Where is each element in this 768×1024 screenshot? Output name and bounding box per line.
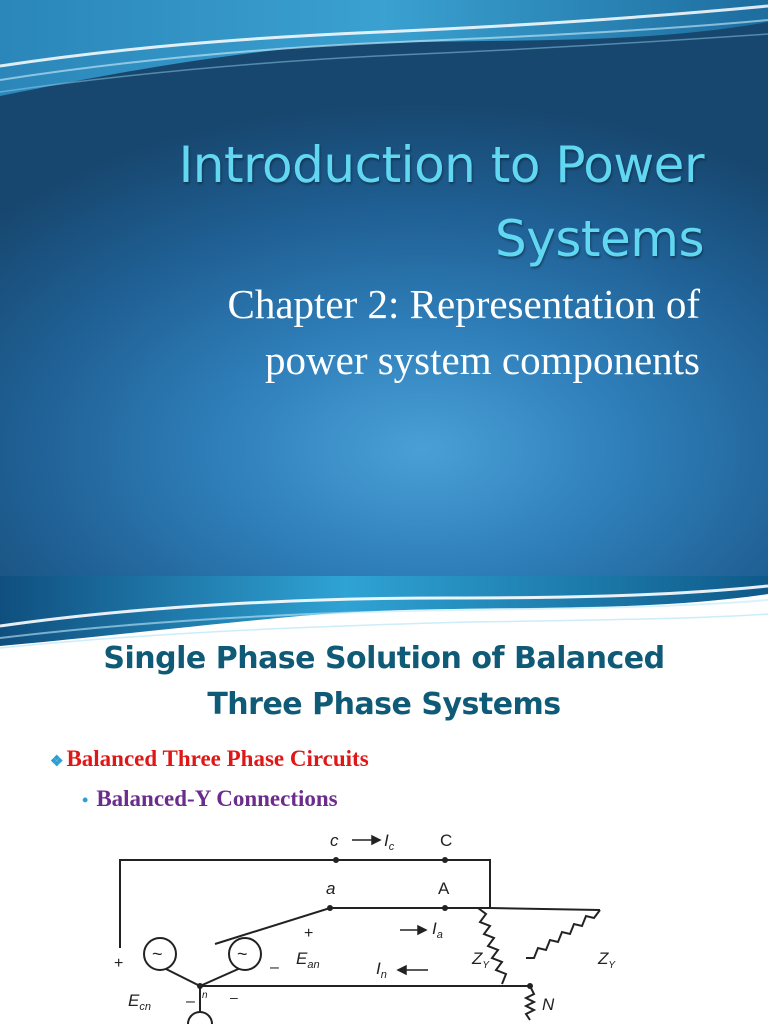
diamond-cluster-icon: ❖: [50, 754, 64, 770]
slide-title: Single Phase Solution of Balanced Three …: [0, 636, 768, 728]
title-line-1: Introduction to Power: [178, 136, 705, 194]
bullet-level-2: • Balanced-Y Connections: [82, 786, 338, 812]
wire-c: [119, 859, 491, 948]
label-minus-mid: –: [270, 959, 279, 976]
label-zy-right: ZY: [597, 949, 616, 971]
wave-decoration-2: [0, 576, 768, 649]
label-a: a: [326, 879, 335, 898]
label-ean: Ean: [296, 949, 320, 971]
title-line-2: Three Phase Systems: [207, 687, 561, 722]
subtitle-line-2: power system components: [265, 337, 700, 383]
balanced-y-circuit-diagram: ~ ~ c Ic C a A + Ia Ean In ZY ZY + – Ecn…: [114, 831, 616, 1024]
content-slide: Single Phase Solution of Balanced Three …: [0, 576, 768, 1024]
load-coil-left: [477, 907, 508, 985]
wire-source-neutral: [159, 965, 246, 988]
label-plus-left: +: [114, 955, 123, 972]
label-plus-top: +: [304, 925, 313, 942]
bullet-text: Balanced Three Phase Circuits: [66, 746, 369, 771]
bullet-dot-icon: •: [82, 790, 89, 810]
load-top-bar: [489, 907, 601, 911]
label-minus-left: –: [186, 993, 195, 1010]
subtitle-line-1: Chapter 2: Representation of: [227, 281, 700, 327]
label-ic: Ic: [384, 831, 395, 853]
slide-title: Introduction to Power Systems: [24, 128, 705, 276]
label-zy-left: ZY: [471, 949, 490, 971]
title-slide: Introduction to Power Systems Chapter 2:…: [0, 0, 768, 576]
generator-icon: ~: [143, 937, 177, 971]
slide-subtitle: Chapter 2: Representation of power syste…: [20, 276, 700, 388]
wire-a: [214, 907, 490, 945]
label-N: N: [542, 995, 555, 1014]
bullet-text: Balanced-Y Connections: [96, 786, 338, 811]
label-in: In: [376, 959, 387, 981]
label-minus-n: –: [230, 989, 238, 1005]
label-A: A: [438, 879, 450, 898]
label-c: c: [330, 831, 339, 850]
load-coil-bottom: [523, 985, 537, 1021]
label-n: n: [202, 990, 208, 1001]
load-coil-right: [526, 909, 601, 959]
generator-icon: [187, 1011, 213, 1024]
label-C: C: [440, 831, 452, 850]
title-line-2: Systems: [495, 210, 705, 268]
wave-decoration: [0, 0, 768, 96]
label-ia: Ia: [432, 919, 443, 941]
svg-text:~: ~: [152, 944, 163, 964]
generator-icon: ~: [228, 937, 262, 971]
bullet-level-1: ❖Balanced Three Phase Circuits: [50, 746, 369, 772]
label-ecn: Ecn: [128, 991, 151, 1013]
svg-text:~: ~: [237, 944, 248, 964]
title-line-1: Single Phase Solution of Balanced: [103, 641, 665, 676]
